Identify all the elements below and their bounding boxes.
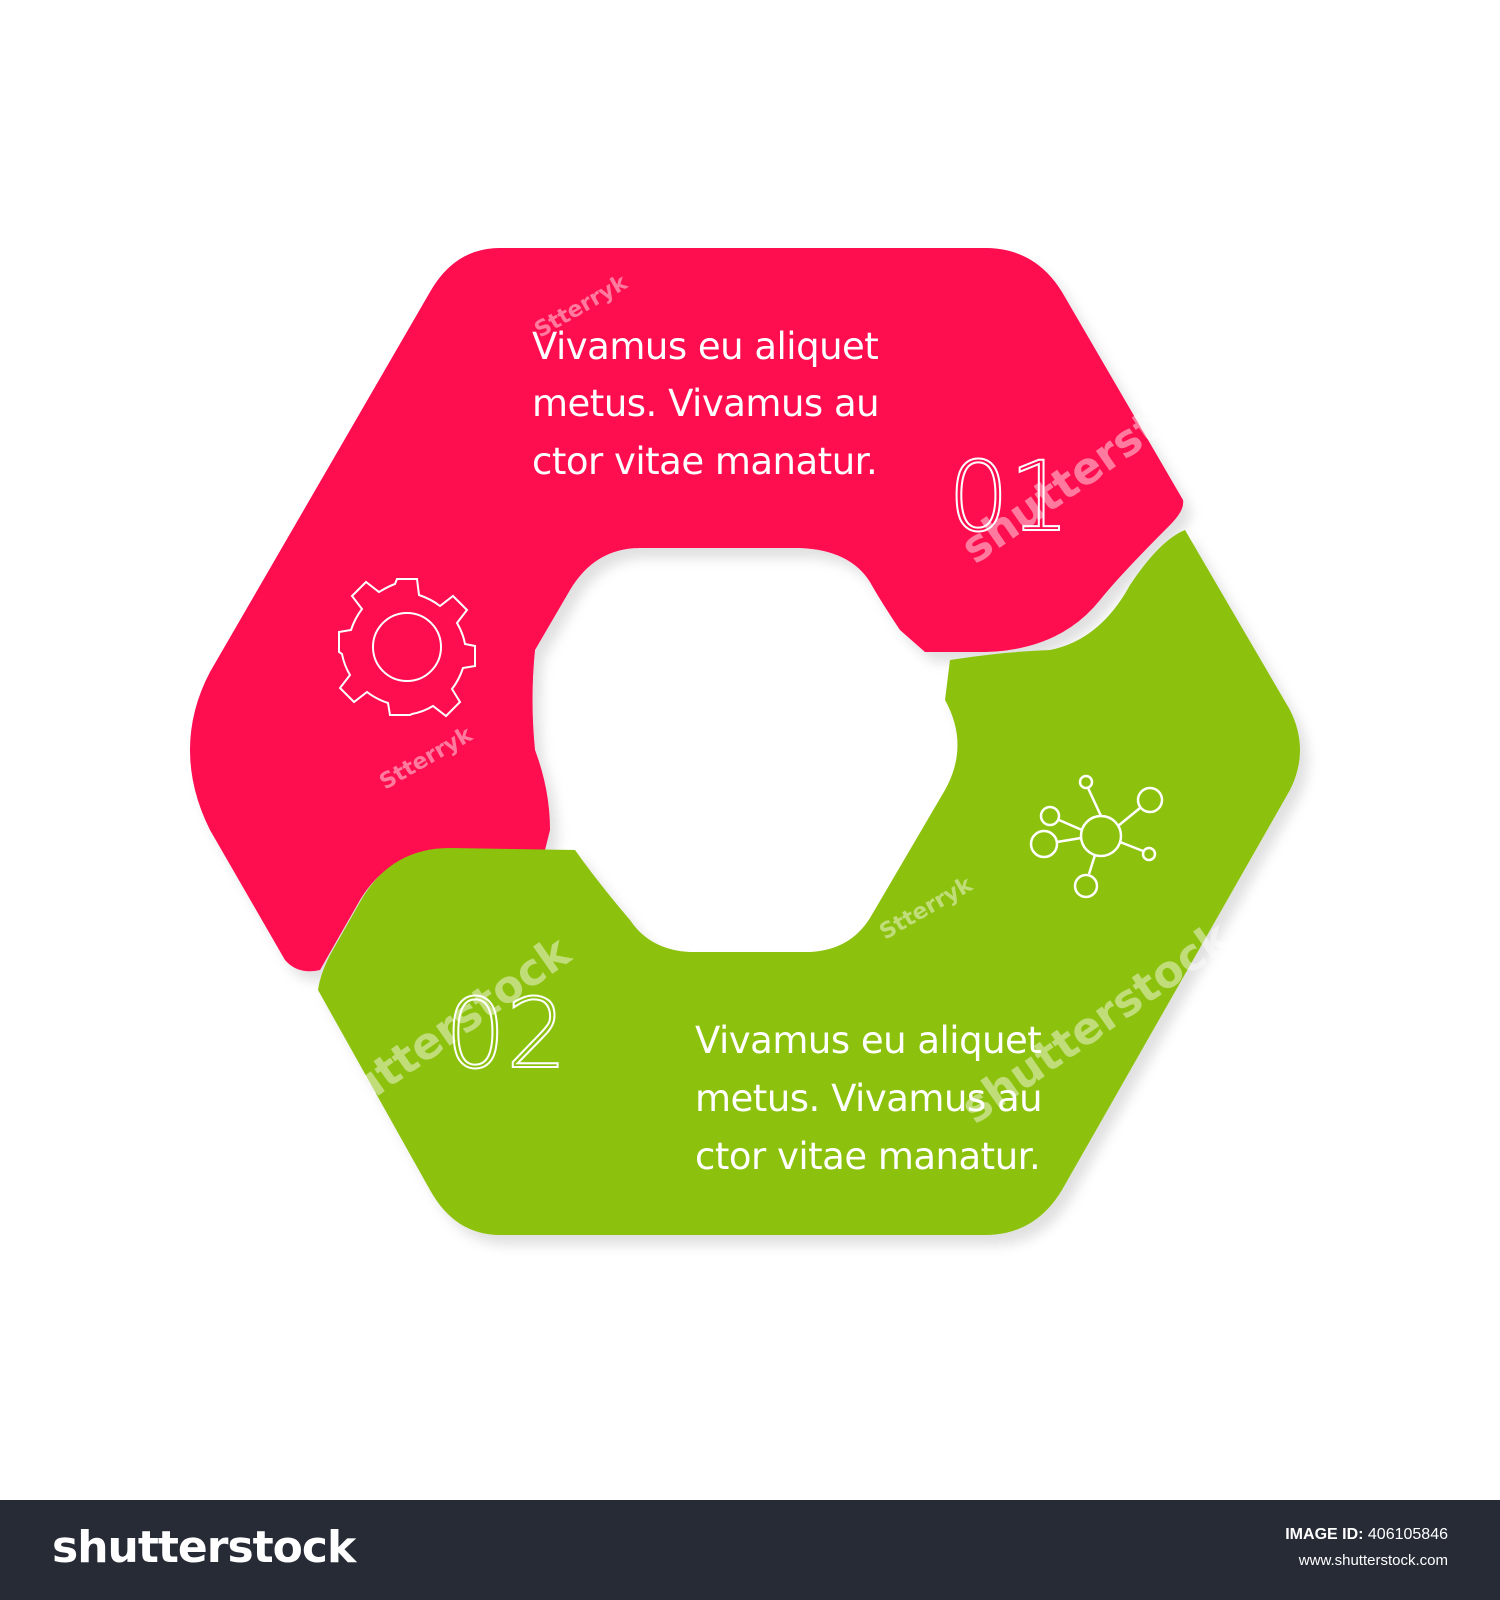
image-id-label: IMAGE ID: (1285, 1526, 1364, 1543)
segment-1-line-3: ctor vitae manatur. (532, 440, 877, 483)
segment-2-line-3: ctor vitae manatur. (695, 1135, 1040, 1178)
gear-icon (338, 578, 476, 718)
footer-image-info: IMAGE ID: 406105846 www.shutterstock.com (1285, 1526, 1448, 1569)
segment-1-shape (190, 248, 1184, 972)
segment-1-number: 01 (948, 441, 1070, 553)
network-icon (1029, 774, 1164, 899)
segment-2-text: Vivamus eu aliquet metus. Vivamus au cto… (695, 1019, 1053, 1178)
image-id-value: 406105846 (1367, 1526, 1448, 1543)
segment-2-line-1: Vivamus eu aliquet (695, 1019, 1041, 1062)
segment-1-line-1: Vivamus eu aliquet (532, 325, 878, 368)
segment-2-line-2: metus. Vivamus au (695, 1077, 1042, 1120)
segment-2-shape (318, 530, 1300, 1235)
segment-1-text: Vivamus eu aliquet metus. Vivamus au cto… (532, 325, 890, 483)
footer-bar: shutterstock IMAGE ID: 406105846 www.shu… (0, 1500, 1500, 1600)
cycle-diagram: Stterryk Stterryk Stterryk shutterstock … (190, 248, 1300, 1235)
footer-logo[interactable]: shutterstock (52, 1522, 356, 1573)
footer-image-id-row: IMAGE ID: 406105846 (1285, 1526, 1448, 1544)
segment-2-number: 02 (445, 978, 567, 1090)
segment-1-line-2: metus. Vivamus au (532, 382, 879, 425)
footer-url[interactable]: www.shutterstock.com (1298, 1552, 1448, 1569)
